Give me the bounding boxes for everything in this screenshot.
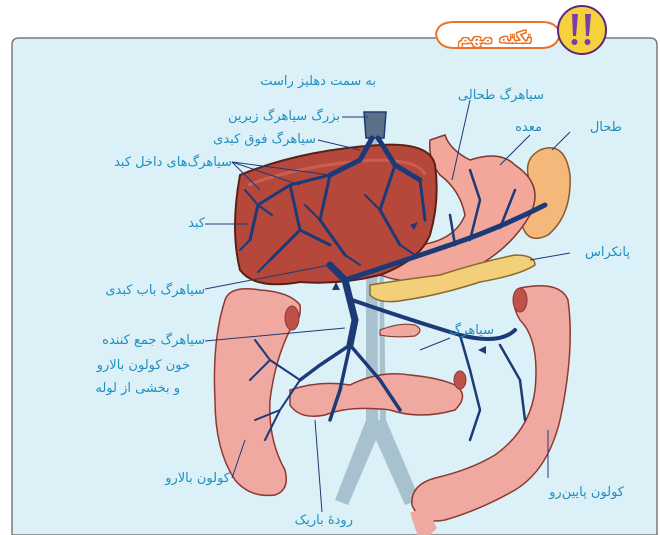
double-exclamation-icon bbox=[558, 6, 606, 54]
label-inferior-vena-cava: بزرگ سیاهرگ زیرین bbox=[228, 109, 340, 125]
label-intrahepatic-veins: سیاهرگ‌های داخل کبد bbox=[114, 155, 232, 171]
label-ascending-colon: کولون بالارو bbox=[165, 471, 230, 487]
label-collecting-vein: سیاهرگ جمع کننده bbox=[102, 333, 205, 349]
label-spleen: طحال bbox=[590, 120, 622, 136]
label-vein: سیاهرگ bbox=[450, 323, 494, 339]
label-right-atrium: به سمت دهلیز راست bbox=[260, 74, 376, 90]
label-collecting-vein-desc-2: و بخشی از لوله bbox=[95, 381, 180, 397]
badge-title: نکته مهم bbox=[435, 28, 555, 48]
label-pancreas: پانکراس bbox=[585, 245, 630, 261]
label-portal-vein: سیاهرگ باب کبدی bbox=[105, 283, 205, 299]
label-liver: کبد bbox=[188, 216, 205, 232]
label-collecting-vein-desc-1: خون کولون بالارو bbox=[97, 358, 190, 374]
label-descending-colon: کولون پایین‌رو bbox=[549, 485, 624, 501]
label-small-intestine: رودهٔ باریک bbox=[295, 513, 353, 529]
label-stomach: معده bbox=[515, 120, 542, 136]
label-hepatic-vein: سیاهرگ فوق کبدی bbox=[213, 132, 316, 148]
label-splenic-vein: سیاهرگ طحالی bbox=[458, 88, 544, 104]
